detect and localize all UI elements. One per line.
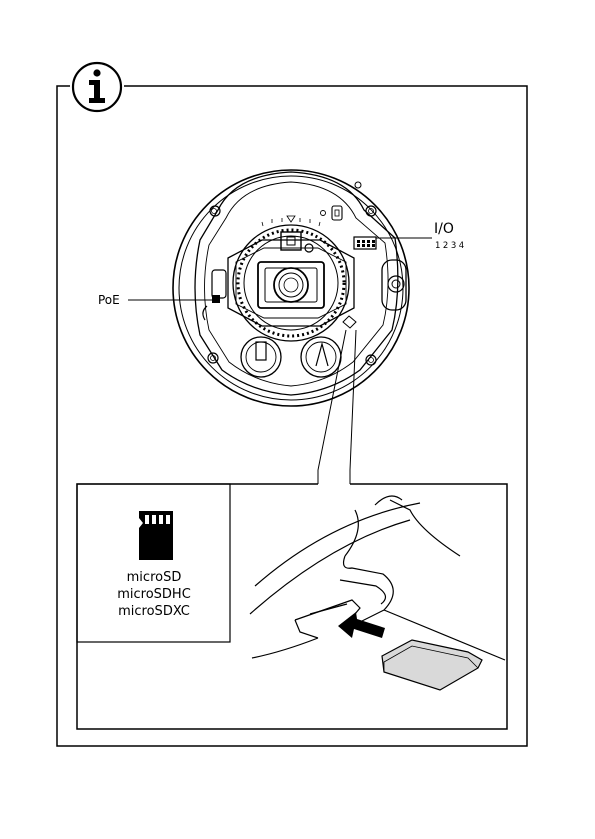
zoom-callout-right (350, 330, 356, 484)
insert-arrow-icon (338, 612, 385, 638)
poe-port (203, 295, 220, 320)
card-type-list: microSD microSDHC microSDXC (78, 569, 230, 620)
microsd-card (382, 640, 482, 690)
zoom-callout-left (318, 330, 346, 484)
sd-card-icon (139, 511, 173, 560)
card-type-microsdhc: microSDHC (78, 586, 230, 603)
poe-label: PoE (98, 293, 120, 307)
card-type-microsdxc: microSDXC (78, 603, 230, 620)
camera-illustration (173, 170, 409, 406)
info-icon (73, 63, 121, 111)
io-label: I/O (434, 221, 454, 237)
io-pin-numbers: 1234 (435, 241, 467, 251)
card-type-microsd: microSD (78, 569, 230, 586)
